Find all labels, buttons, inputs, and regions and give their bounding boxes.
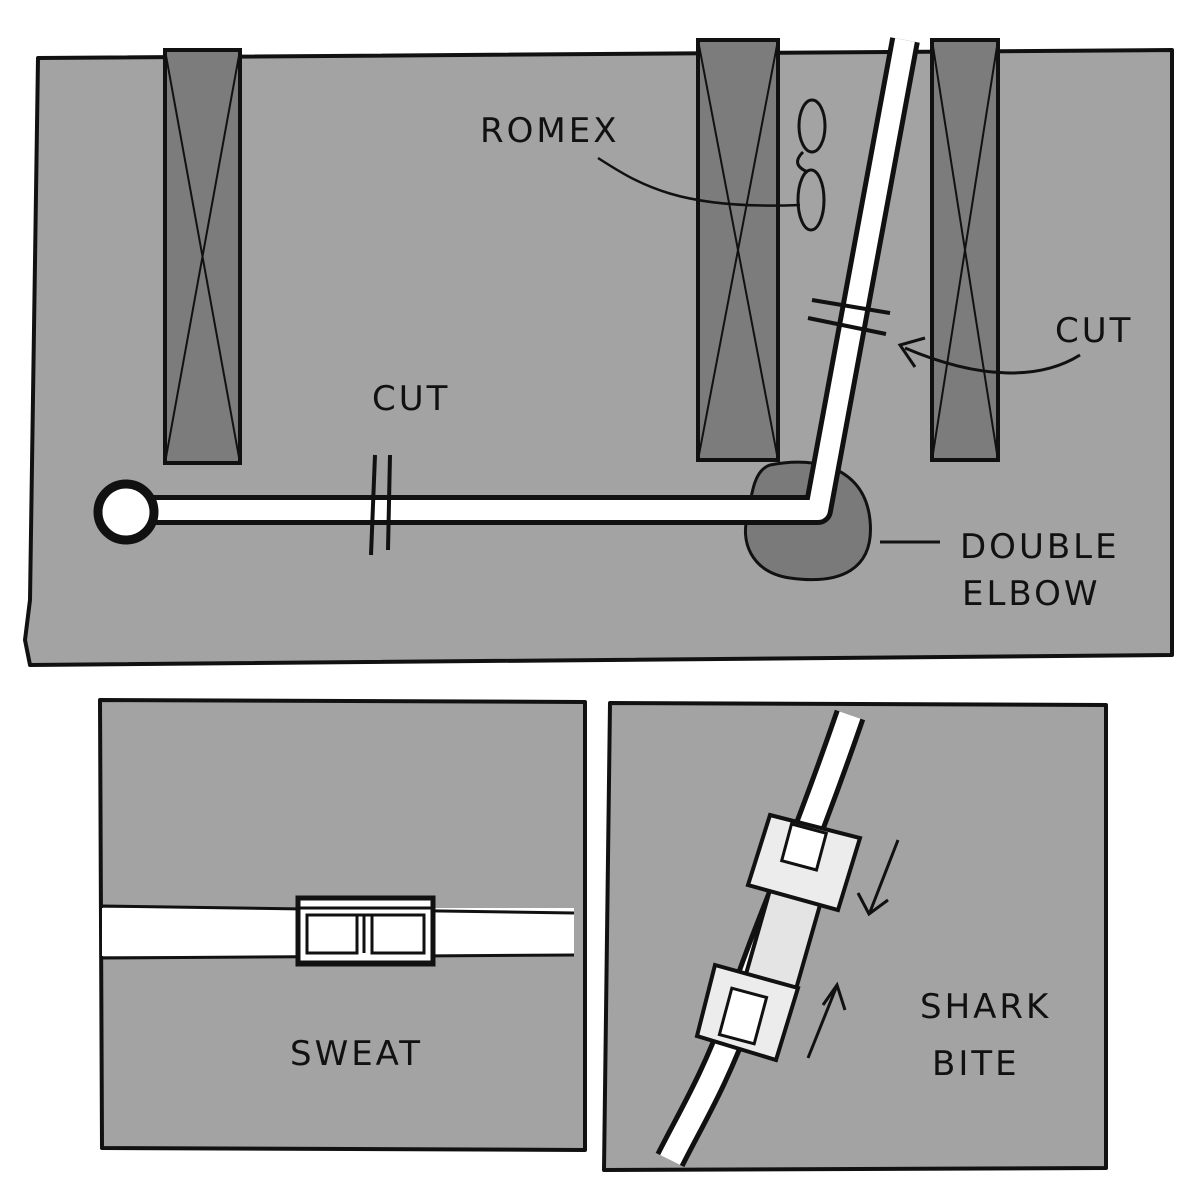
sharkbite-label-line2: BITE	[932, 1044, 1020, 1084]
stud-right	[930, 38, 1000, 462]
cut-right-label: CUT	[1055, 311, 1133, 351]
double-elbow-label-line2: ELBOW	[962, 574, 1101, 614]
cut-left-label: CUT	[372, 379, 450, 419]
romex-cable	[796, 98, 827, 232]
top-panel: ROMEX CUT CUT DOUBLE ELBOW	[23, 37, 1174, 667]
double-elbow-label-line1: DOUBLE	[960, 527, 1120, 567]
sharkbite-connector	[694, 812, 863, 1063]
cut-mark-right	[807, 298, 891, 336]
cut-arrow-head	[897, 336, 926, 368]
pipe-end-cap	[93, 479, 159, 545]
cut-arrow	[904, 346, 1081, 375]
cut-mark-left	[369, 454, 392, 556]
stud-middle	[696, 38, 780, 462]
romex-leader-line	[597, 156, 801, 207]
sweat-coupling	[295, 895, 436, 967]
sweat-panel: SWEAT	[98, 698, 587, 1152]
sharkbite-arrow-down	[868, 839, 900, 913]
sharkbite-panel-background	[602, 701, 1108, 1172]
sharkbite-arrow-up	[806, 987, 838, 1059]
sharkbite-label-line1: SHARK	[920, 987, 1051, 1027]
sharkbite-panel: SHARK BITE	[602, 701, 1108, 1172]
romex-label: ROMEX	[480, 111, 620, 151]
sweat-label: SWEAT	[290, 1034, 423, 1074]
pipe-body	[130, 38, 915, 520]
stud-left	[163, 48, 242, 465]
